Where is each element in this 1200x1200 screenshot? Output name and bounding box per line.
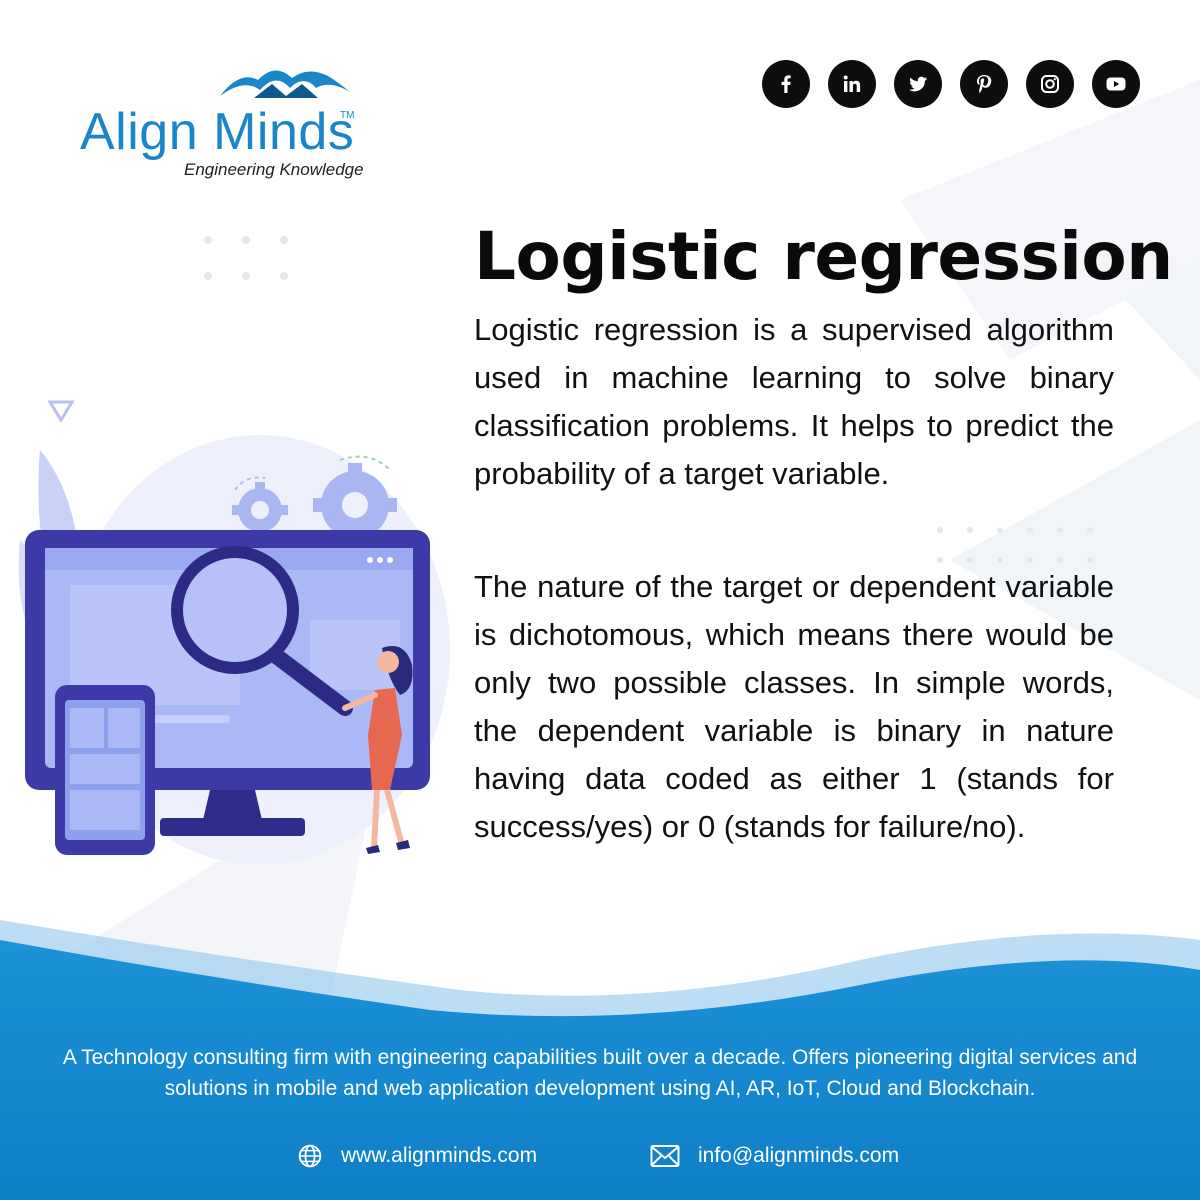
instagram-link[interactable] [1026,60,1074,108]
brand-logo[interactable]: Align Minds TM Engineering Knowledge [80,62,380,182]
pinterest-icon [977,75,992,94]
website-text: www.alignminds.com [341,1144,538,1167]
email-link[interactable]: info@alignminds.com [650,1140,899,1172]
footer-description: A Technology consulting firm with engine… [62,1046,1138,1100]
twitter-icon [909,76,927,92]
brand-trademark: TM [340,110,355,121]
logo-mountains-icon [220,70,350,98]
youtube-icon [1106,77,1126,91]
linkedin-link[interactable] [828,60,876,108]
woman-figure [342,646,413,854]
page-title: Logistic regression [474,218,1173,295]
gear-icon [313,463,397,547]
brand-name: Align Minds [80,103,355,161]
pinterest-link[interactable] [960,60,1008,108]
twitter-link[interactable] [894,60,942,108]
email-text: info@alignminds.com [698,1144,900,1167]
linkedin-icon [843,75,861,92]
intro-paragraph: Logistic regression is a supervised algo… [474,312,1114,491]
magnifier-icon [171,546,299,674]
detail-paragraph: The nature of the target or dependent va… [474,569,1114,844]
footer-wave [0,920,1200,1200]
website-link[interactable]: www.alignminds.com [297,1140,537,1172]
facebook-link[interactable] [762,60,810,108]
youtube-link[interactable] [1092,60,1140,108]
instagram-icon [1041,75,1059,93]
facebook-icon [781,75,791,93]
brand-tagline: Engineering Knowledge [184,160,364,179]
globe-icon [298,1144,322,1168]
envelope-icon [650,1145,680,1167]
analytics-illustration [18,435,450,865]
